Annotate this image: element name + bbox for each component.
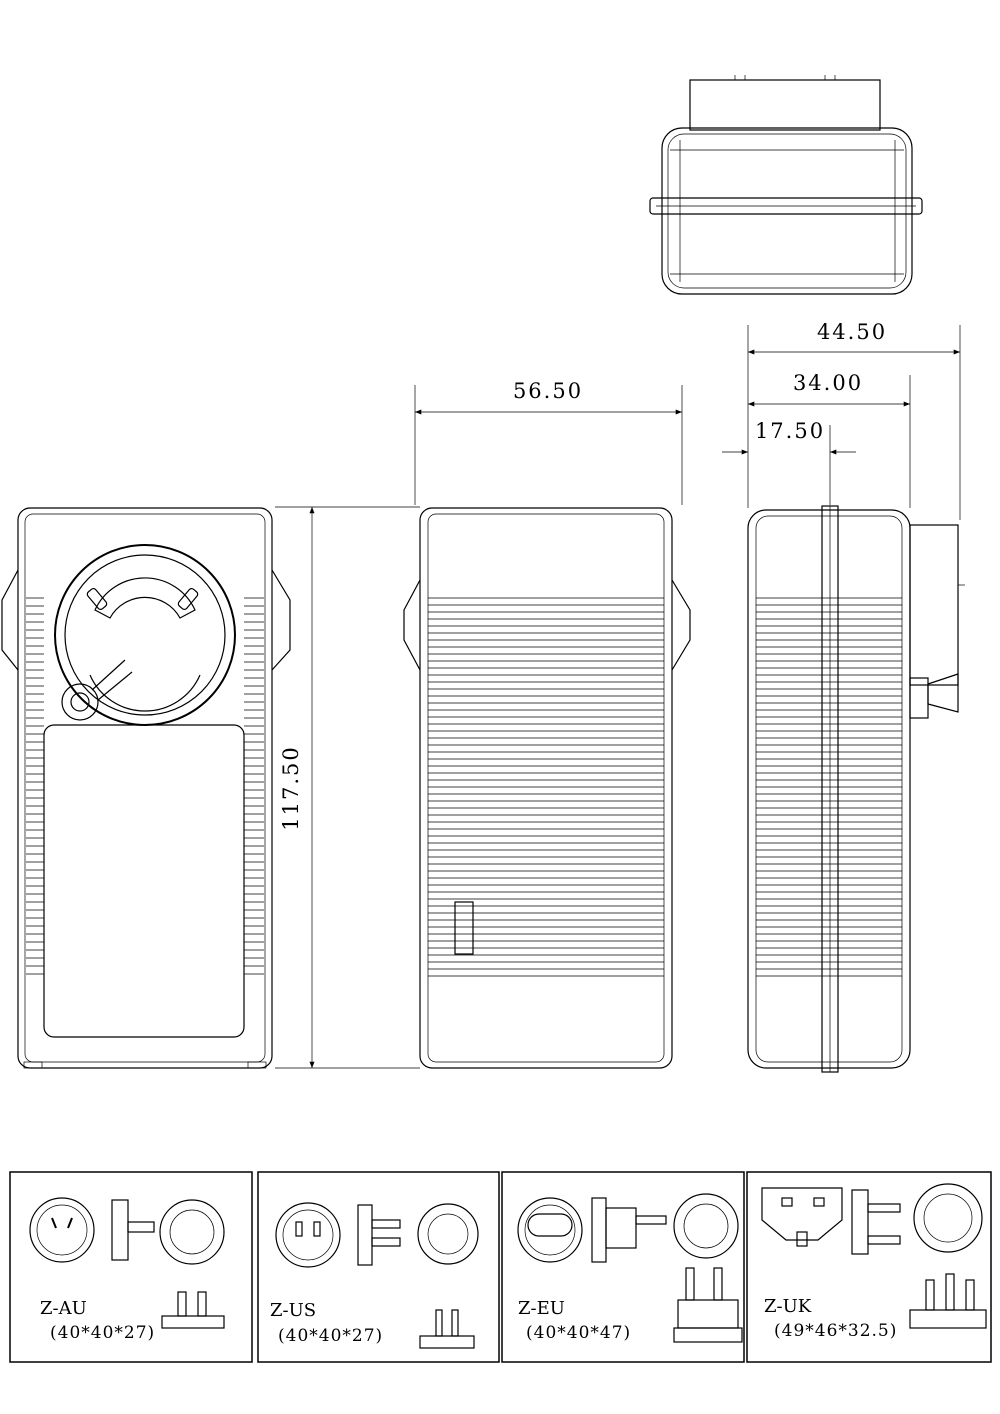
side-view-ribs	[756, 597, 902, 977]
plug-us-name: Z-US	[270, 1300, 316, 1321]
dimension-width-front: 56.50	[513, 379, 583, 403]
back-view-ribs	[428, 597, 664, 977]
plug-panel-uk: Z-UK (49*46*32.5)	[746, 1171, 992, 1363]
plug-panels: Z-AU (40*40*27) Z-US (40*40*27)	[9, 1171, 992, 1363]
plug-uk-name: Z-UK	[764, 1296, 812, 1317]
dimension-height: 117.50	[279, 745, 303, 830]
plug-eu-size: (40*40*47)	[526, 1323, 631, 1343]
plug-panel-us: Z-US (40*40*27)	[257, 1171, 500, 1363]
plug-panel-eu: Z-EU (40*40*47)	[501, 1171, 745, 1363]
back-view	[403, 507, 691, 1069]
dimension-depth-front: 17.50	[755, 419, 825, 443]
plug-au-size: (40*40*27)	[50, 1323, 155, 1343]
plug-uk-size: (49*46*32.5)	[774, 1321, 897, 1341]
dimension-depth-total: 44.50	[817, 320, 887, 344]
top-view	[649, 75, 923, 295]
dimensions: 56.50 117.50 44.50 34.00 17.50	[275, 320, 961, 1069]
plug-eu-name: Z-EU	[518, 1298, 565, 1319]
plug-panel-au: Z-AU (40*40*27)	[9, 1171, 253, 1363]
plug-au-name: Z-AU	[40, 1298, 87, 1319]
side-view	[747, 505, 965, 1073]
plug-us-size: (40*40*27)	[278, 1326, 383, 1346]
front-view	[1, 507, 291, 1069]
dimension-depth-body: 34.00	[793, 371, 863, 395]
front-view-ribs	[26, 597, 264, 975]
